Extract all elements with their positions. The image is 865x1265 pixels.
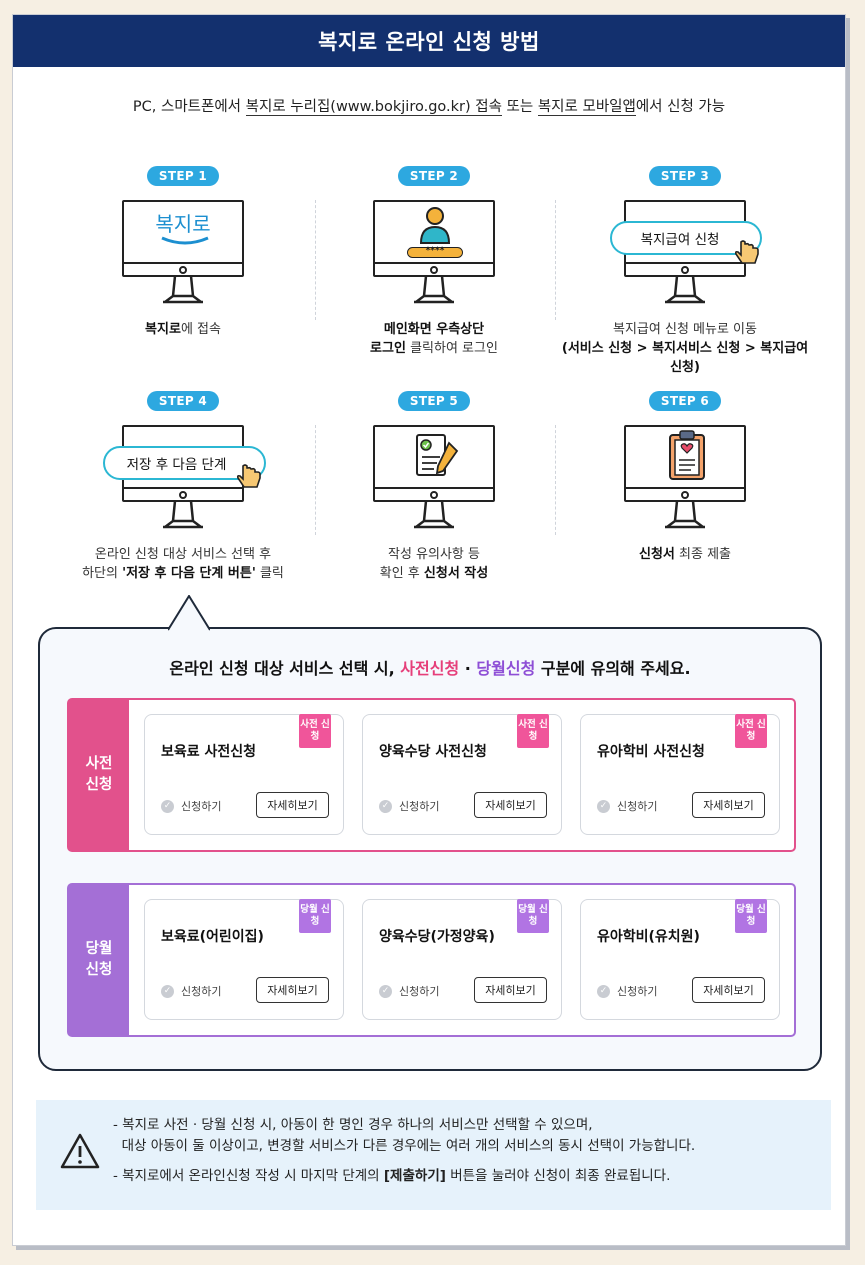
step-divider [555, 200, 556, 320]
step-badge: STEP 4 [146, 391, 220, 411]
monitor-icon: 복지로 [122, 200, 244, 308]
service-name: 보육료 사전신청 [161, 744, 257, 760]
service-name: 유아학비 사전신청 [597, 744, 705, 760]
pre-apply-tag: 사전 신청 [517, 714, 549, 748]
apply-option[interactable]: ✓신청하기 [161, 798, 221, 814]
speech-tail [168, 595, 210, 631]
bokjiro-logo: 복지로 [155, 212, 211, 236]
step-divider [555, 425, 556, 535]
check-icon: ✓ [597, 984, 610, 998]
apply-option[interactable]: ✓신청하기 [379, 983, 439, 999]
bokjiro-app-link[interactable]: 복지로 모바일앱 [537, 99, 636, 116]
current-apply-tag: 당월 신청 [735, 899, 767, 933]
notice-title: 온라인 신청 대상 서비스 선택 시, 사전신청 · 당월신청 구분에 유의해 … [169, 659, 691, 678]
bokjiro-site-link[interactable]: 복지로 누리집(www.bokjiro.go.kr) 접속 [245, 99, 502, 116]
detail-button[interactable]: 자세히보기 [256, 792, 329, 818]
hand-pointer-icon [734, 240, 759, 264]
intro-text: PC, 스마트폰에서 복지로 누리집(www.bokjiro.go.kr) 접속… [132, 99, 726, 116]
service-name: 보육료(어린이집) [161, 929, 264, 945]
step-3-desc: 복지급여 신청 메뉴로 이동 (서비스 신청 > 복지서비스 신청 > 복지급여… [561, 322, 809, 375]
check-icon: ✓ [379, 984, 392, 998]
service-card: 당월 신청 유아학비(유치원) ✓신청하기 자세히보기 [580, 899, 780, 1020]
group-label: 당월 신청 [69, 885, 129, 1035]
step-badge: STEP 1 [146, 166, 220, 186]
monitor-icon [624, 425, 746, 533]
step-badge: STEP 5 [397, 391, 471, 411]
monitor-icon [373, 425, 495, 533]
step-2: STEP 2 **** 메인화면 우측상단 로그인 클릭하여 로그인 [309, 165, 559, 358]
detail-button[interactable]: 자세히보기 [692, 977, 765, 1003]
step-2-desc: 메인화면 우측상단 로그인 클릭하여 로그인 [370, 322, 498, 356]
step-6: STEP 6 신청서 최종 제출 [560, 390, 810, 564]
apply-option[interactable]: ✓신청하기 [161, 983, 221, 999]
step-badge: STEP 2 [397, 166, 471, 186]
monitor-icon: **** [373, 200, 495, 308]
step-3: STEP 3 복지급여 신청 메뉴로 이동 (서비스 신청 > 복지서비스 신청… [560, 165, 810, 377]
service-name: 유아학비(유치원) [597, 929, 700, 945]
step-5-desc: 작성 유의사항 등 확인 후 신청서 작성 [379, 547, 489, 581]
step-badge: STEP 3 [648, 166, 722, 186]
service-name: 양육수당(가정양육) [379, 929, 495, 945]
service-card: 당월 신청 양육수당(가정양육) ✓신청하기 자세히보기 [362, 899, 562, 1020]
apply-option[interactable]: ✓신청하기 [597, 798, 657, 814]
step-badge: STEP 6 [648, 391, 722, 411]
step-divider [315, 425, 316, 535]
step-4: STEP 4 온라인 신청 대상 서비스 선택 후 하단의 '저장 후 다음 단… [58, 390, 308, 583]
pre-apply-tag: 사전 신청 [299, 714, 331, 748]
warning-icon [60, 1133, 100, 1169]
step-1: STEP 1 복지로 복지로에 접속 [58, 165, 308, 339]
pre-apply-group: 사전 신청 사전 신청 보육료 사전신청 ✓신청하기 자세히보기 사전 신청 양… [67, 698, 796, 852]
step-5: STEP 5 작성 유의사항 등 확인 후 신청서 작성 [309, 390, 559, 583]
apply-option[interactable]: ✓신청하기 [379, 798, 439, 814]
page-title: 복지로 온라인 신청 방법 [13, 15, 845, 67]
welfare-apply-button[interactable]: 복지급여 신청 [610, 221, 762, 255]
current-month-apply-group: 당월 신청 당월 신청 보육료(어린이집) ✓신청하기 자세히보기 당월 신청 … [67, 883, 796, 1037]
step-6-desc: 신청서 최종 제출 [639, 547, 731, 562]
step-4-desc: 온라인 신청 대상 서비스 선택 후 하단의 '저장 후 다음 단계 버튼' 클… [82, 547, 284, 581]
clipboard-heart-icon [669, 430, 705, 480]
hand-pointer-icon [236, 464, 261, 488]
detail-button[interactable]: 자세히보기 [256, 977, 329, 1003]
save-next-step-button[interactable]: 저장 후 다음 단계 [103, 446, 266, 480]
group-label: 사전 신청 [69, 700, 129, 850]
service-name: 양육수당 사전신청 [379, 744, 487, 760]
check-icon: ✓ [379, 799, 392, 813]
check-icon: ✓ [161, 799, 174, 813]
caution-box: - 복지로 사전 · 당월 신청 시, 아동이 한 명인 경우 하나의 서비스만… [36, 1100, 831, 1210]
step-divider [315, 200, 316, 320]
check-icon: ✓ [161, 984, 174, 998]
caution-text: - 복지로 사전 · 당월 신청 시, 아동이 한 명인 경우 하나의 서비스만… [113, 1117, 696, 1184]
check-icon: ✓ [597, 799, 610, 813]
current-apply-tag: 당월 신청 [517, 899, 549, 933]
step-1-desc: 복지로에 접속 [145, 322, 221, 337]
user-icon [419, 207, 451, 244]
detail-button[interactable]: 자세히보기 [692, 792, 765, 818]
password-field: **** [407, 247, 463, 258]
document-pen-icon [416, 434, 459, 476]
service-selection-notice: 온라인 신청 대상 서비스 선택 시, 사전신청 · 당월신청 구분에 유의해 … [38, 627, 822, 1071]
detail-button[interactable]: 자세히보기 [474, 792, 547, 818]
current-apply-tag: 당월 신청 [299, 899, 331, 933]
detail-button[interactable]: 자세히보기 [474, 977, 547, 1003]
pre-apply-tag: 사전 신청 [735, 714, 767, 748]
service-card: 사전 신청 보육료 사전신청 ✓신청하기 자세히보기 [144, 714, 344, 835]
service-card: 당월 신청 보육료(어린이집) ✓신청하기 자세히보기 [144, 899, 344, 1020]
apply-option[interactable]: ✓신청하기 [597, 983, 657, 999]
service-card: 사전 신청 유아학비 사전신청 ✓신청하기 자세히보기 [580, 714, 780, 835]
service-card: 사전 신청 양육수당 사전신청 ✓신청하기 자세히보기 [362, 714, 562, 835]
guide-card: 복지로 온라인 신청 방법 PC, 스마트폰에서 복지로 누리집(www.bok… [12, 14, 846, 1246]
logo-smile-icon [161, 236, 209, 245]
